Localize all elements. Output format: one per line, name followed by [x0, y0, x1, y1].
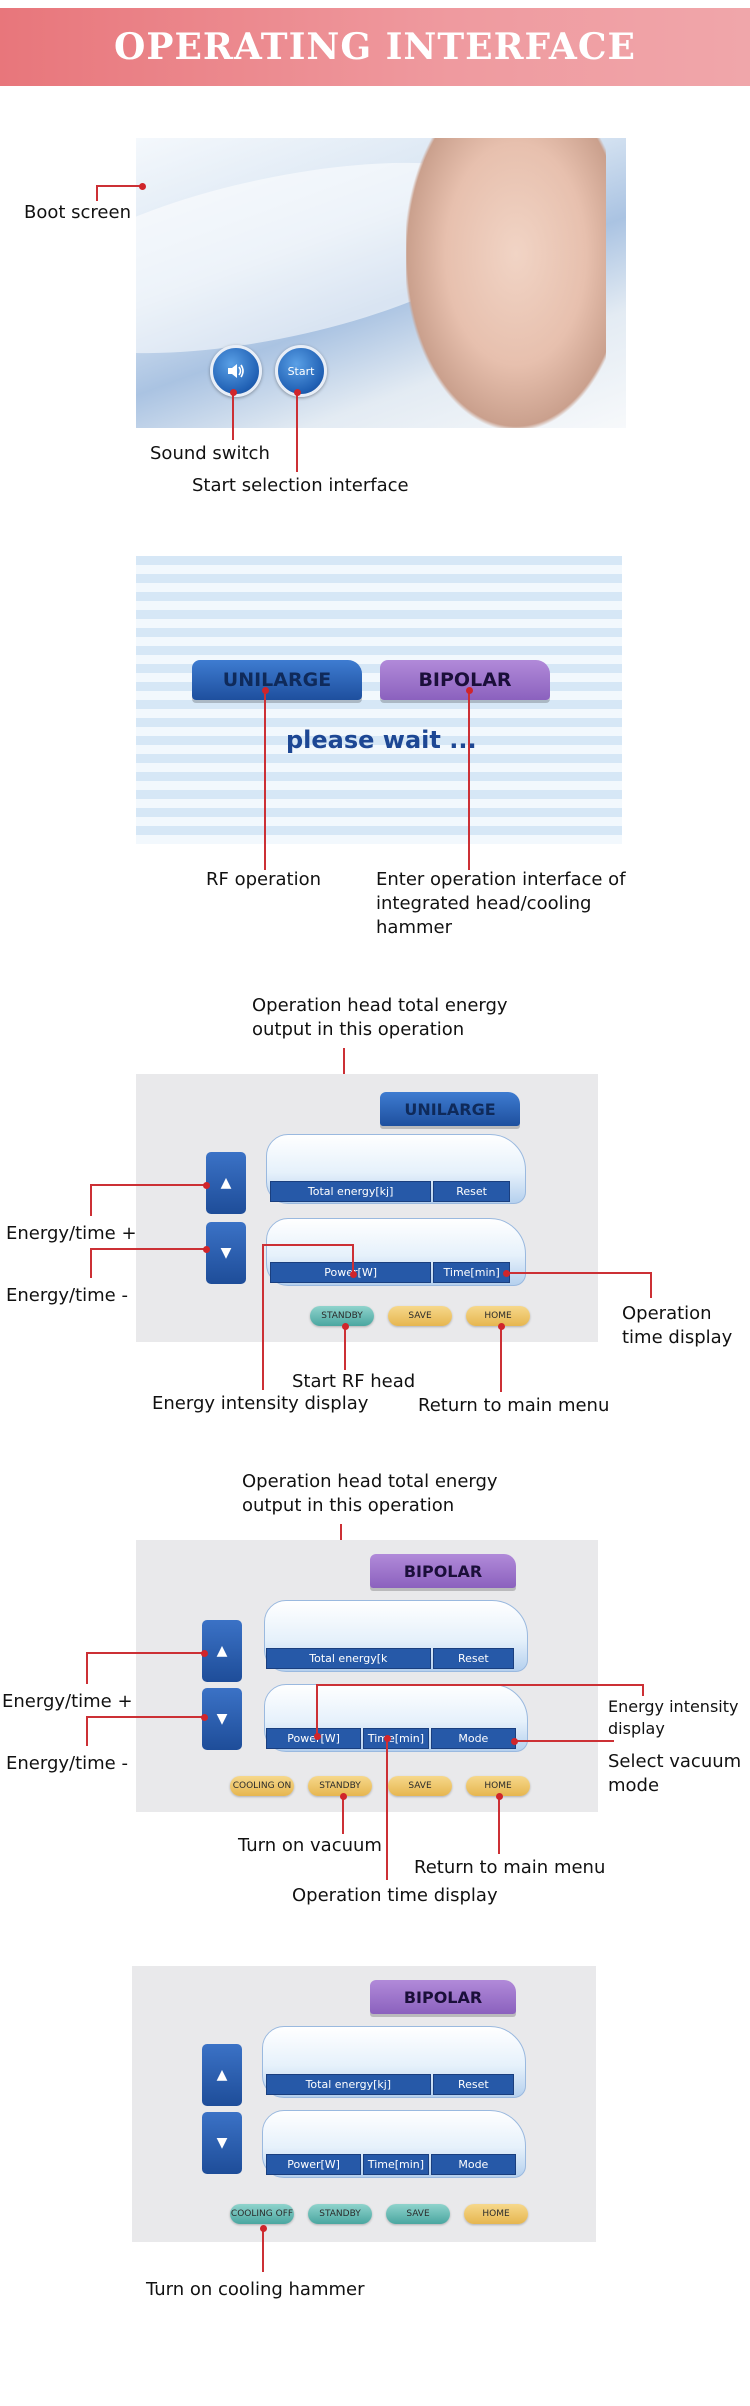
cooling-off-button[interactable]: COOLING OFF: [230, 2204, 294, 2224]
wait-message: please wait ...: [286, 726, 477, 754]
speaker-icon: [228, 364, 244, 378]
time-label-4: Time[min]: [363, 1728, 429, 1749]
label-energy-minus-3: Energy/time -: [6, 1285, 128, 1306]
standby-button[interactable]: STANDBY: [310, 1306, 374, 1326]
label-energy-plus-3: Energy/time +: [6, 1223, 137, 1244]
power-label-4: Power[W]: [266, 1728, 362, 1749]
energy-up-button[interactable]: ▲: [206, 1152, 246, 1214]
label-return-menu-4: Return to main menu: [414, 1857, 606, 1878]
reset-button[interactable]: Reset: [433, 1181, 510, 1202]
label-return-menu-3: Return to main menu: [418, 1395, 610, 1416]
label-boot-screen: Boot screen: [24, 202, 131, 223]
home-button[interactable]: HOME: [466, 1306, 530, 1326]
label-operation-time-4: Operation time display: [292, 1885, 498, 1906]
label-start-rf: Start RF head: [292, 1371, 416, 1392]
header-banner: OPERATING INTERFACE: [0, 8, 750, 86]
bipolar-head-tab-4: BIPOLAR: [370, 1554, 516, 1588]
energy-up-button-5[interactable]: ▲: [202, 2044, 242, 2106]
bipolar-cooling-panel: BIPOLAR ▲ ▼ Total energy[kj] Reset Power…: [132, 1966, 596, 2242]
label-energy-plus-4: Energy/time +: [2, 1691, 133, 1712]
cooling-on-button[interactable]: COOLING ON: [230, 1776, 294, 1796]
energy-down-button-5[interactable]: ▼: [202, 2112, 242, 2174]
label-energy-minus-4: Energy/time -: [6, 1753, 128, 1774]
reset-button-4[interactable]: Reset: [432, 1648, 514, 1669]
energy-up-button-4[interactable]: ▲: [202, 1620, 242, 1682]
label-enter-operation: Enter operation interface of integrated …: [376, 869, 626, 938]
bipolar-head-tab-5: BIPOLAR: [370, 1980, 516, 2014]
energy-down-button-4[interactable]: ▼: [202, 1688, 242, 1750]
label-energy-intensity-3: Energy intensity display: [152, 1393, 369, 1414]
label-turn-on-vacuum: Turn on vacuum: [238, 1835, 382, 1856]
unilarge-head-tab: UNILARGE: [380, 1092, 520, 1126]
label-sound-switch: Sound switch: [150, 443, 270, 464]
model-face-image: [406, 138, 606, 428]
standby-button-4[interactable]: STANDBY: [308, 1776, 372, 1796]
energy-down-button[interactable]: ▼: [206, 1222, 246, 1284]
total-energy-label-4: Total energy[k: [266, 1648, 431, 1669]
unilarge-button[interactable]: UNILARGE: [192, 660, 362, 700]
label-cooling-hammer: Turn on cooling hammer: [146, 2279, 365, 2300]
label-operation-time-3: Operation time display: [622, 1303, 733, 1348]
label-total-energy-4: Operation head total energy output in th…: [242, 1471, 498, 1516]
total-energy-label-5: Total energy[kj]: [266, 2074, 431, 2095]
power-label-5: Power[W]: [266, 2154, 362, 2175]
sound-switch-button[interactable]: [210, 345, 262, 397]
mode-button-5[interactable]: Mode: [430, 2154, 516, 2175]
bipolar-button[interactable]: BIPOLAR: [380, 660, 550, 700]
label-total-energy-3: Operation head total energy output in th…: [252, 995, 508, 1040]
label-energy-intensity-4: Energy intensity display: [608, 1697, 739, 1738]
save-button-4[interactable]: SAVE: [388, 1776, 452, 1796]
save-button-5[interactable]: SAVE: [386, 2204, 450, 2224]
bipolar-vacuum-panel: BIPOLAR ▲ ▼ Total energy[k Reset Power[W…: [136, 1540, 598, 1812]
mode-select-screen: UNILARGE BIPOLAR please wait ...: [136, 556, 622, 844]
label-rf-operation: RF operation: [206, 869, 322, 890]
page-title: OPERATING INTERFACE: [114, 26, 636, 68]
mode-button-4[interactable]: Mode: [430, 1728, 516, 1749]
reset-button-5[interactable]: Reset: [432, 2074, 514, 2095]
home-button-5[interactable]: HOME: [464, 2204, 528, 2224]
start-button[interactable]: Start: [275, 345, 327, 397]
save-button[interactable]: SAVE: [388, 1306, 452, 1326]
home-button-4[interactable]: HOME: [466, 1776, 530, 1796]
time-label-5: Time[min]: [363, 2154, 429, 2175]
unilarge-panel: UNILARGE ▲ ▼ Total energy[kj] Reset Powe…: [136, 1074, 598, 1342]
boot-screen: Start: [136, 138, 626, 428]
standby-button-5[interactable]: STANDBY: [308, 2204, 372, 2224]
total-energy-label: Total energy[kj]: [270, 1181, 432, 1202]
time-label: Time[min]: [433, 1262, 510, 1283]
label-select-vacuum: Select vacuum mode: [608, 1751, 742, 1796]
label-start-selection: Start selection interface: [192, 475, 409, 496]
